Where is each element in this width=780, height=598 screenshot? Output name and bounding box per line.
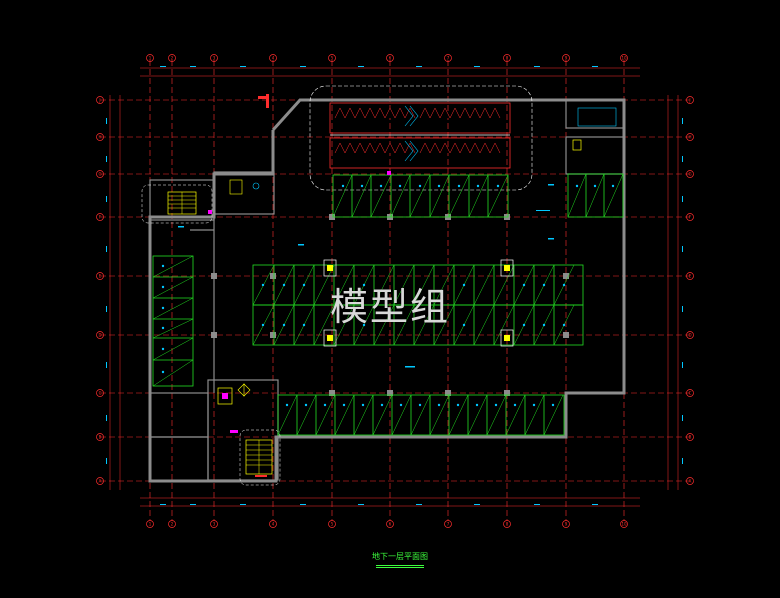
axis-label-bottom: 5 xyxy=(331,522,334,527)
axis-label-right: D xyxy=(688,333,691,338)
axis-label-left: A xyxy=(99,479,102,484)
dimension-ticks xyxy=(106,66,683,505)
axis-bubbles xyxy=(96,54,694,528)
axis-label-bottom: 3 xyxy=(213,522,216,527)
axis-label-top: 7 xyxy=(447,56,450,61)
axis-label-top: 5 xyxy=(331,56,334,61)
watermark-text: 模型组 xyxy=(330,285,451,329)
axis-label-bottom: 10 xyxy=(621,522,627,527)
axis-label-bottom: 4 xyxy=(272,522,275,527)
axis-label-left: E xyxy=(99,274,102,279)
axis-label-top: 10 xyxy=(621,56,627,61)
axis-label-right: J xyxy=(688,98,690,103)
axis-label-top: 1 xyxy=(149,56,152,61)
axis-label-right: E xyxy=(689,274,692,279)
axis-label-bottom: 9 xyxy=(565,522,568,527)
axis-label-top: 2 xyxy=(171,56,174,61)
axis-label-left: B xyxy=(99,435,102,440)
dimension-lines xyxy=(109,67,679,507)
axis-label-bottom: 7 xyxy=(447,522,450,527)
axis-label-bottom: 8 xyxy=(506,522,509,527)
axis-label-bottom: 6 xyxy=(389,522,392,527)
axis-label-right: A xyxy=(689,479,692,484)
axis-label-top: 3 xyxy=(213,56,216,61)
axis-label-top: 4 xyxy=(272,56,275,61)
axis-label-bottom: 2 xyxy=(171,522,174,527)
drawing-title: 地下一层平面图 xyxy=(372,552,428,561)
axis-label-left: G xyxy=(98,172,101,177)
axis-label-left: H xyxy=(98,135,101,140)
axis-label-right: B xyxy=(689,435,692,440)
axis-label-right: G xyxy=(688,172,691,177)
axis-label-right: C xyxy=(689,391,692,396)
stall-markers xyxy=(161,184,615,407)
axis-label-bottom: 1 xyxy=(149,522,152,527)
equipment-boxes xyxy=(217,107,617,405)
title-underline-secondary xyxy=(376,567,424,568)
stairs xyxy=(141,184,281,486)
ramp-area xyxy=(309,85,533,191)
title-underline xyxy=(376,565,424,566)
accent-markers xyxy=(208,94,391,477)
axis-label-left: C xyxy=(99,391,102,396)
axis-label-right: H xyxy=(688,135,691,140)
axis-label-left: J xyxy=(98,98,100,103)
axis-label-left: D xyxy=(98,333,101,338)
inner-walls xyxy=(149,99,625,482)
axis-label-top: 8 xyxy=(506,56,509,61)
axis-label-top: 9 xyxy=(565,56,568,61)
axis-label-top: 6 xyxy=(389,56,392,61)
axis-label-right: F xyxy=(689,215,692,220)
annotation-marks xyxy=(178,184,554,368)
axis-label-left: F xyxy=(99,215,102,220)
